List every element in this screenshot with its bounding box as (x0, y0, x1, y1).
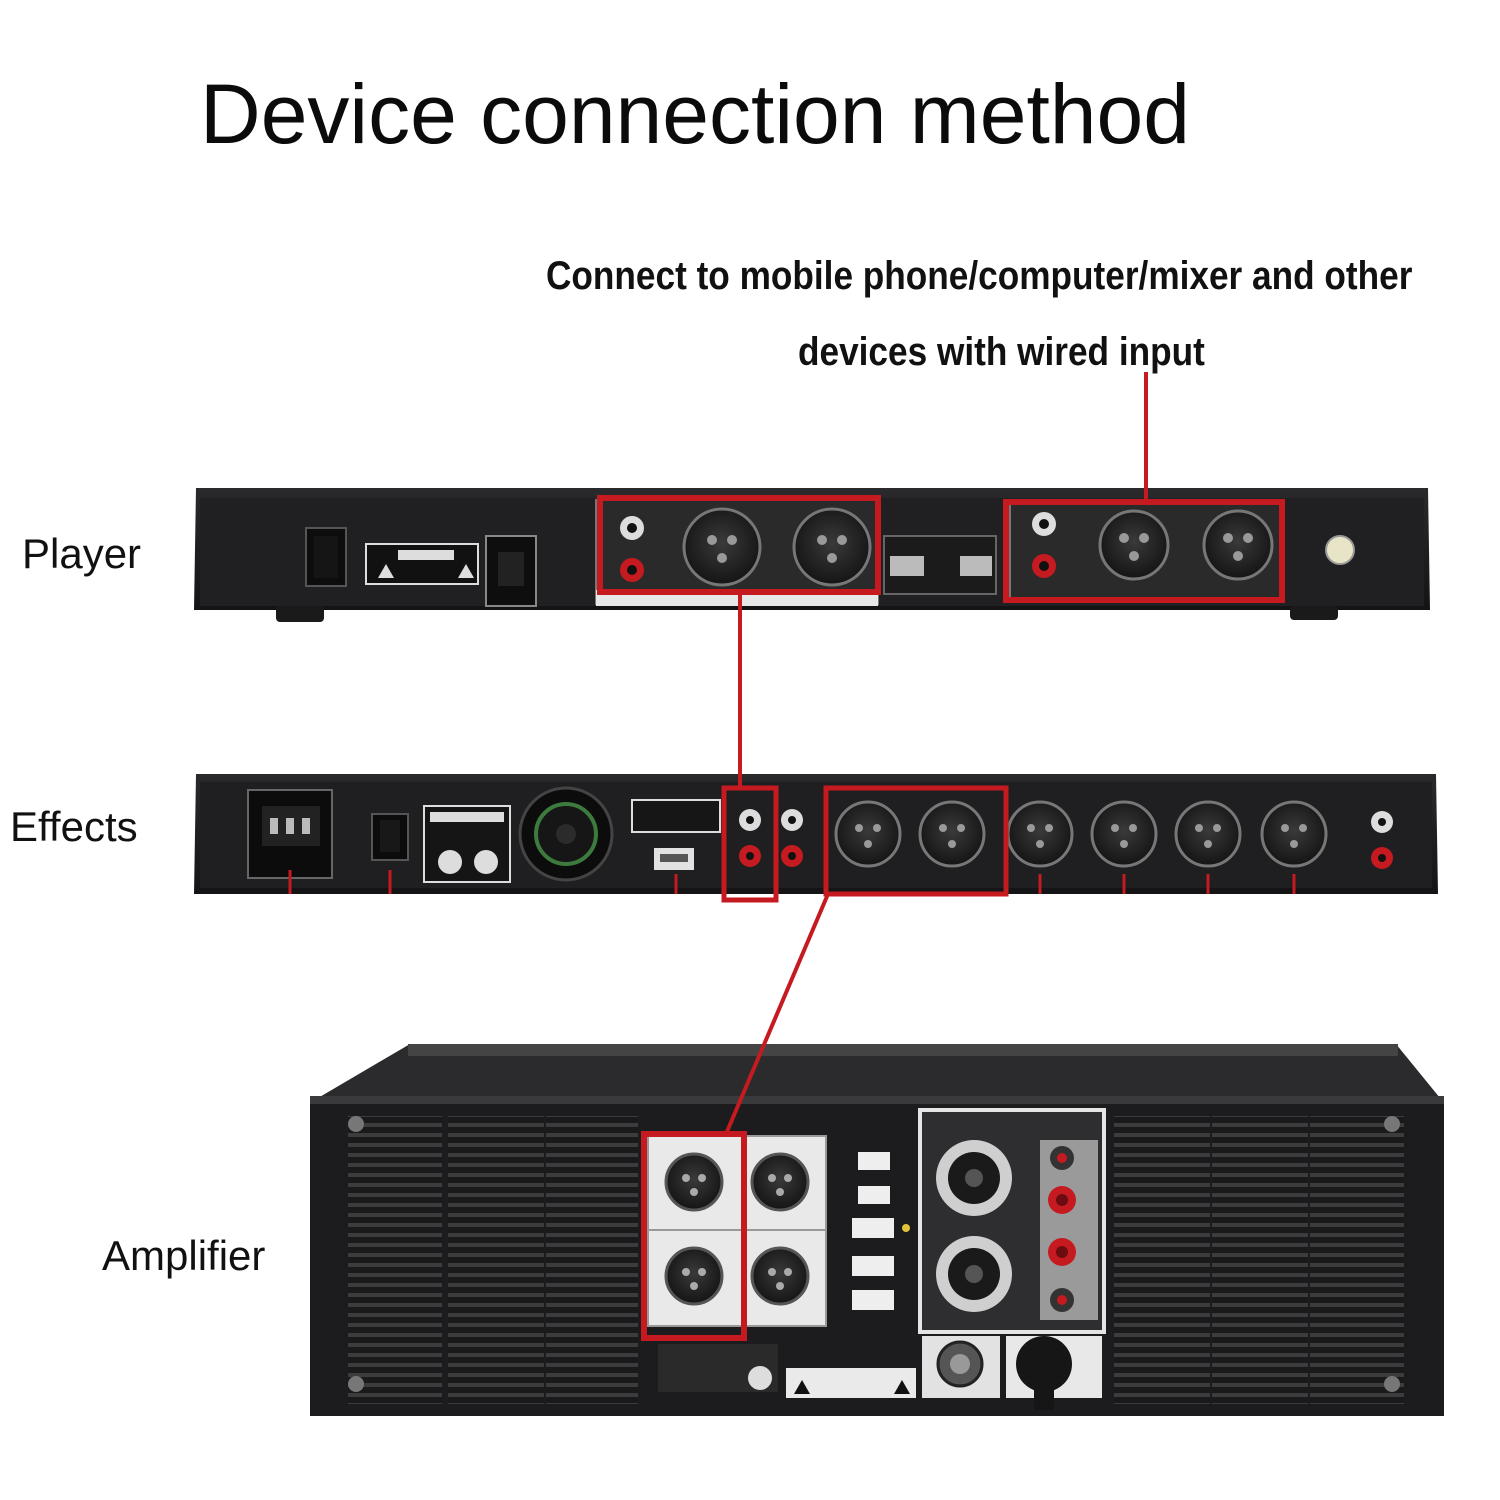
warning-label-icon (365, 543, 479, 585)
player-label: Player (22, 530, 142, 577)
callout-line-1: Connect to mobile phone/computer/mixer a… (546, 254, 1413, 298)
xlr-connector-icon (834, 800, 902, 868)
xlr-connector-icon (1174, 800, 1242, 868)
effects-unit (194, 774, 1438, 903)
power-switch-icon (305, 527, 347, 587)
xlr-connector-icon (1260, 800, 1328, 868)
power-cable-icon (1006, 1336, 1102, 1410)
connection-lines (724, 372, 1148, 1135)
xlr-connector-icon (1090, 800, 1158, 868)
breaker-icon (922, 1336, 1000, 1398)
xlr-connector-icon (750, 1152, 810, 1212)
speakon-connector-icon (936, 1236, 1012, 1312)
player-unit (194, 488, 1430, 622)
caution-label-icon (786, 1368, 916, 1398)
dc-jack-icon (485, 535, 537, 607)
xlr-connector-icon (664, 1246, 724, 1306)
power-switch-icon (371, 813, 409, 861)
amplifier-unit (310, 1044, 1444, 1416)
xlr-connector-icon (664, 1152, 724, 1212)
certification-label-icon (423, 805, 511, 883)
xlr-connector-icon (792, 507, 872, 587)
xlr-connector-icon (1202, 509, 1274, 581)
callout-line-2: devices with wired input (798, 330, 1205, 374)
xlr-connector-icon (750, 1246, 810, 1306)
power-socket-icon (247, 789, 333, 879)
xlr-connector-icon (682, 507, 762, 587)
xlr-connector-icon (1098, 509, 1170, 581)
effects-label: Effects (10, 803, 138, 850)
amplifier-label: Amplifier (102, 1232, 266, 1279)
page-title: Device connection method (200, 67, 1190, 161)
xlr-connector-icon (918, 800, 986, 868)
xlr-connector-icon (1006, 800, 1074, 868)
speakon-connector-icon (936, 1140, 1012, 1216)
fan-icon (518, 786, 614, 882)
usb-port-icon (654, 848, 694, 870)
